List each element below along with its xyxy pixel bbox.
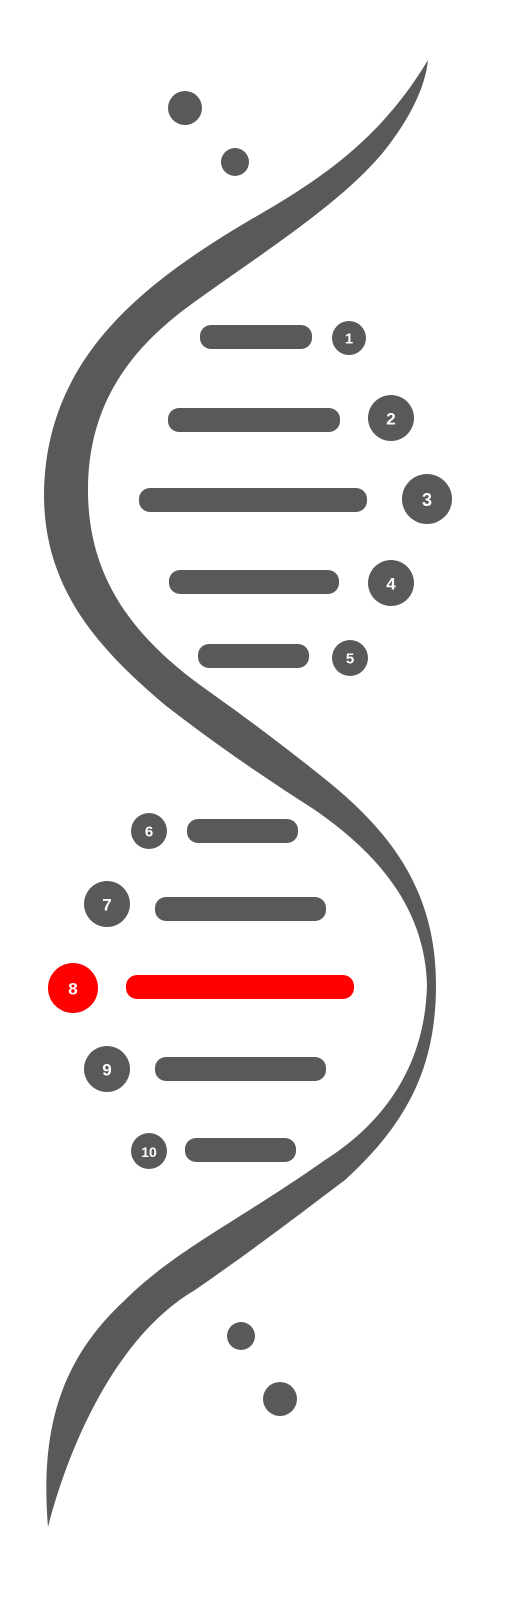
step-badge-3 xyxy=(402,474,452,524)
step-badge-10 xyxy=(131,1133,167,1169)
rung-bar-5 xyxy=(198,644,309,668)
rung-bar-2 xyxy=(168,408,340,432)
rung-bar-4 xyxy=(169,570,339,594)
step-badge-9 xyxy=(84,1046,130,1092)
decor-dot-bottom-2 xyxy=(263,1382,297,1416)
step-badge-5 xyxy=(332,640,368,676)
rung-bar-6 xyxy=(187,819,298,843)
step-badge-4 xyxy=(368,560,414,606)
step-number-6: 6 xyxy=(145,824,153,841)
step-badge-group: 1 2 3 4 5 6 7 8 9 10 xyxy=(48,321,452,1169)
rung-bar-8 xyxy=(126,975,354,999)
step-number-10: 10 xyxy=(141,1144,157,1160)
step-badge-8 xyxy=(48,963,98,1013)
step-badge-2 xyxy=(368,395,414,441)
helix-strand-upper xyxy=(44,60,436,985)
rung-bar-10 xyxy=(185,1138,296,1162)
rung-group xyxy=(126,325,367,1162)
step-number-2: 2 xyxy=(386,410,395,429)
helix-strand-lower xyxy=(46,985,436,1527)
step-number-5: 5 xyxy=(346,651,354,668)
step-number-8: 8 xyxy=(68,980,77,999)
step-number-7: 7 xyxy=(102,896,111,915)
decor-dot-top-1 xyxy=(168,91,202,125)
step-number-3: 3 xyxy=(422,490,432,510)
decor-dot-top-2 xyxy=(221,148,249,176)
step-badge-6 xyxy=(131,813,167,849)
rung-bar-7 xyxy=(155,897,326,921)
step-badge-1 xyxy=(332,321,366,355)
step-badge-7 xyxy=(84,881,130,927)
step-number-4: 4 xyxy=(386,575,396,594)
rung-bar-9 xyxy=(155,1057,326,1081)
step-number-1: 1 xyxy=(345,331,353,348)
rung-bar-3 xyxy=(139,488,367,512)
step-number-9: 9 xyxy=(102,1061,111,1080)
rung-bar-1 xyxy=(200,325,312,349)
decor-dot-bottom-1 xyxy=(227,1322,255,1350)
